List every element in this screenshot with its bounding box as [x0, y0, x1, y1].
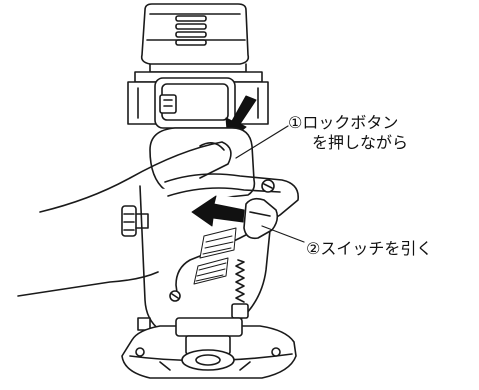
vent-slots [175, 15, 207, 46]
lock-button [154, 77, 236, 129]
pull-arrow-icon [191, 195, 245, 227]
callout-switch: ②スイッチを引く [306, 239, 432, 259]
hand-outline [17, 141, 232, 297]
side-knob [121, 205, 149, 237]
callout-text-line1: ロックボタン [302, 113, 399, 132]
grip-texture [193, 227, 237, 285]
base-plate [121, 317, 297, 379]
switch-lever [243, 197, 279, 240]
callout-number: ① [288, 113, 303, 132]
callout-number: ② [306, 239, 321, 258]
leader-lines [235, 125, 305, 243]
callout-lock-button: ①ロックボタン を押しながら [288, 113, 408, 153]
callout-text-line2: を押しながら [312, 133, 409, 152]
callout-text-line1: スイッチを引く [320, 239, 433, 258]
